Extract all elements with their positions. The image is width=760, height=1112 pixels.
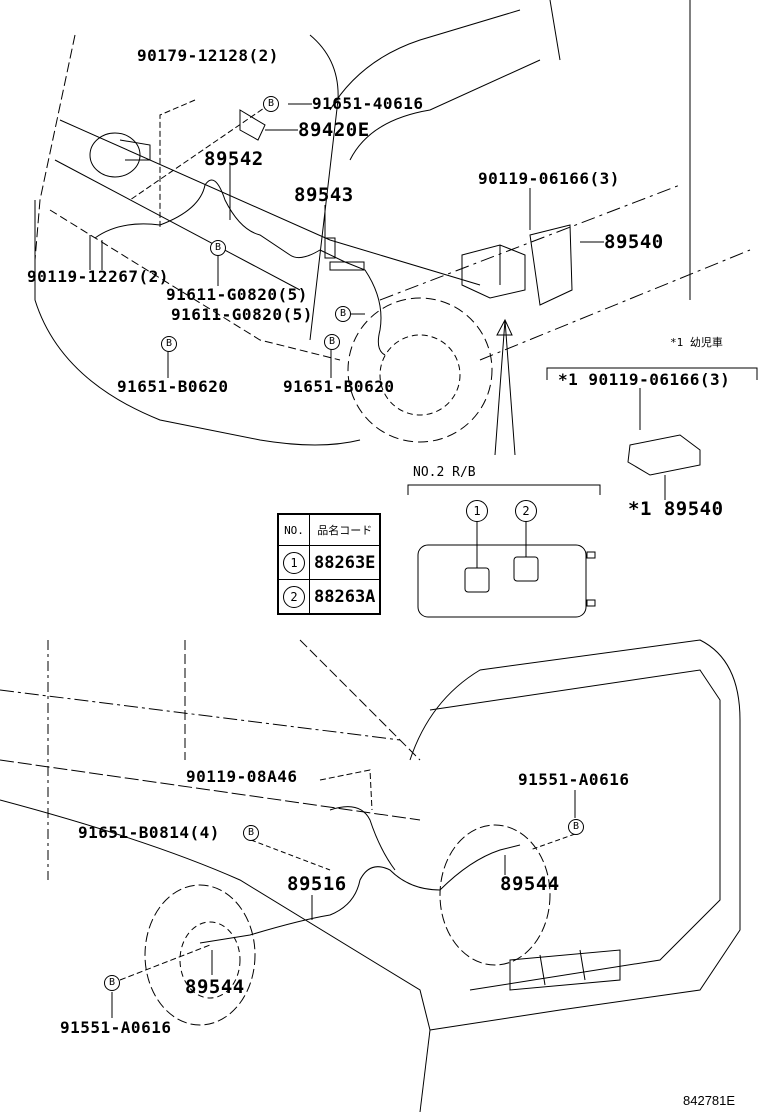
footnote-note: *1 幼児車 — [670, 336, 723, 349]
alt-part-bolt: *1 90119-06166(3) — [558, 370, 731, 389]
row-code: 88263E — [309, 545, 381, 580]
relay-marker-2: 2 — [515, 500, 537, 522]
part-90179-12128: 90179-12128(2) — [137, 46, 279, 65]
part-91611-G0820-b: 91611-G0820(5) — [171, 305, 313, 324]
row-code: 88263A — [309, 579, 381, 615]
relay-block-title: NO.2 R/B — [413, 465, 476, 480]
bolt-marker: B — [104, 975, 120, 991]
part-89516: 89516 — [287, 873, 347, 895]
part-91551-A0616-b: 91551-A0616 — [60, 1018, 172, 1037]
bolt-marker: B — [335, 306, 351, 322]
part-91611-G0820-a: 91611-G0820(5) — [166, 285, 308, 304]
header-code: 品名コード — [309, 513, 381, 546]
row-number: 2 — [283, 585, 305, 608]
part-89542: 89542 — [204, 148, 264, 170]
bolt-marker: B — [324, 334, 340, 350]
part-89420E: 89420E — [298, 119, 370, 141]
table-header: NO. 品名コード — [277, 513, 381, 546]
part-91651-B0814: 91651-B0814(4) — [78, 823, 220, 842]
figure-id: 842781E — [683, 1093, 736, 1108]
header-no: NO. — [277, 513, 310, 546]
part-91651-B0620-b: 91651-B0620 — [283, 377, 395, 396]
part-91551-A0616-a: 91551-A0616 — [518, 770, 630, 789]
part-90119-08A46: 90119-08A46 — [186, 767, 298, 786]
part-91651-40616: 91651-40616 — [312, 94, 424, 113]
part-89543: 89543 — [294, 184, 354, 206]
part-91651-B0620-a: 91651-B0620 — [117, 377, 229, 396]
bolt-marker: B — [210, 240, 226, 256]
bolt-marker: B — [263, 96, 279, 112]
row-number: 1 — [283, 551, 305, 574]
part-89544-right: 89544 — [500, 873, 560, 895]
part-90119-12267: 90119-12267(2) — [27, 267, 169, 286]
bolt-marker: B — [161, 336, 177, 352]
relay-code-table: NO. 品名コード 1 88263E 2 88263A — [277, 513, 382, 615]
part-89540: 89540 — [604, 231, 664, 253]
table-row: 2 88263A — [277, 579, 381, 615]
part-89544-left: 89544 — [185, 976, 245, 998]
part-90119-06166: 90119-06166(3) — [478, 169, 620, 188]
alt-part-89540: *1 89540 — [628, 498, 724, 520]
bolt-marker: B — [568, 819, 584, 835]
table-row: 1 88263E — [277, 545, 381, 580]
relay-marker-1: 1 — [466, 500, 488, 522]
bolt-marker: B — [243, 825, 259, 841]
